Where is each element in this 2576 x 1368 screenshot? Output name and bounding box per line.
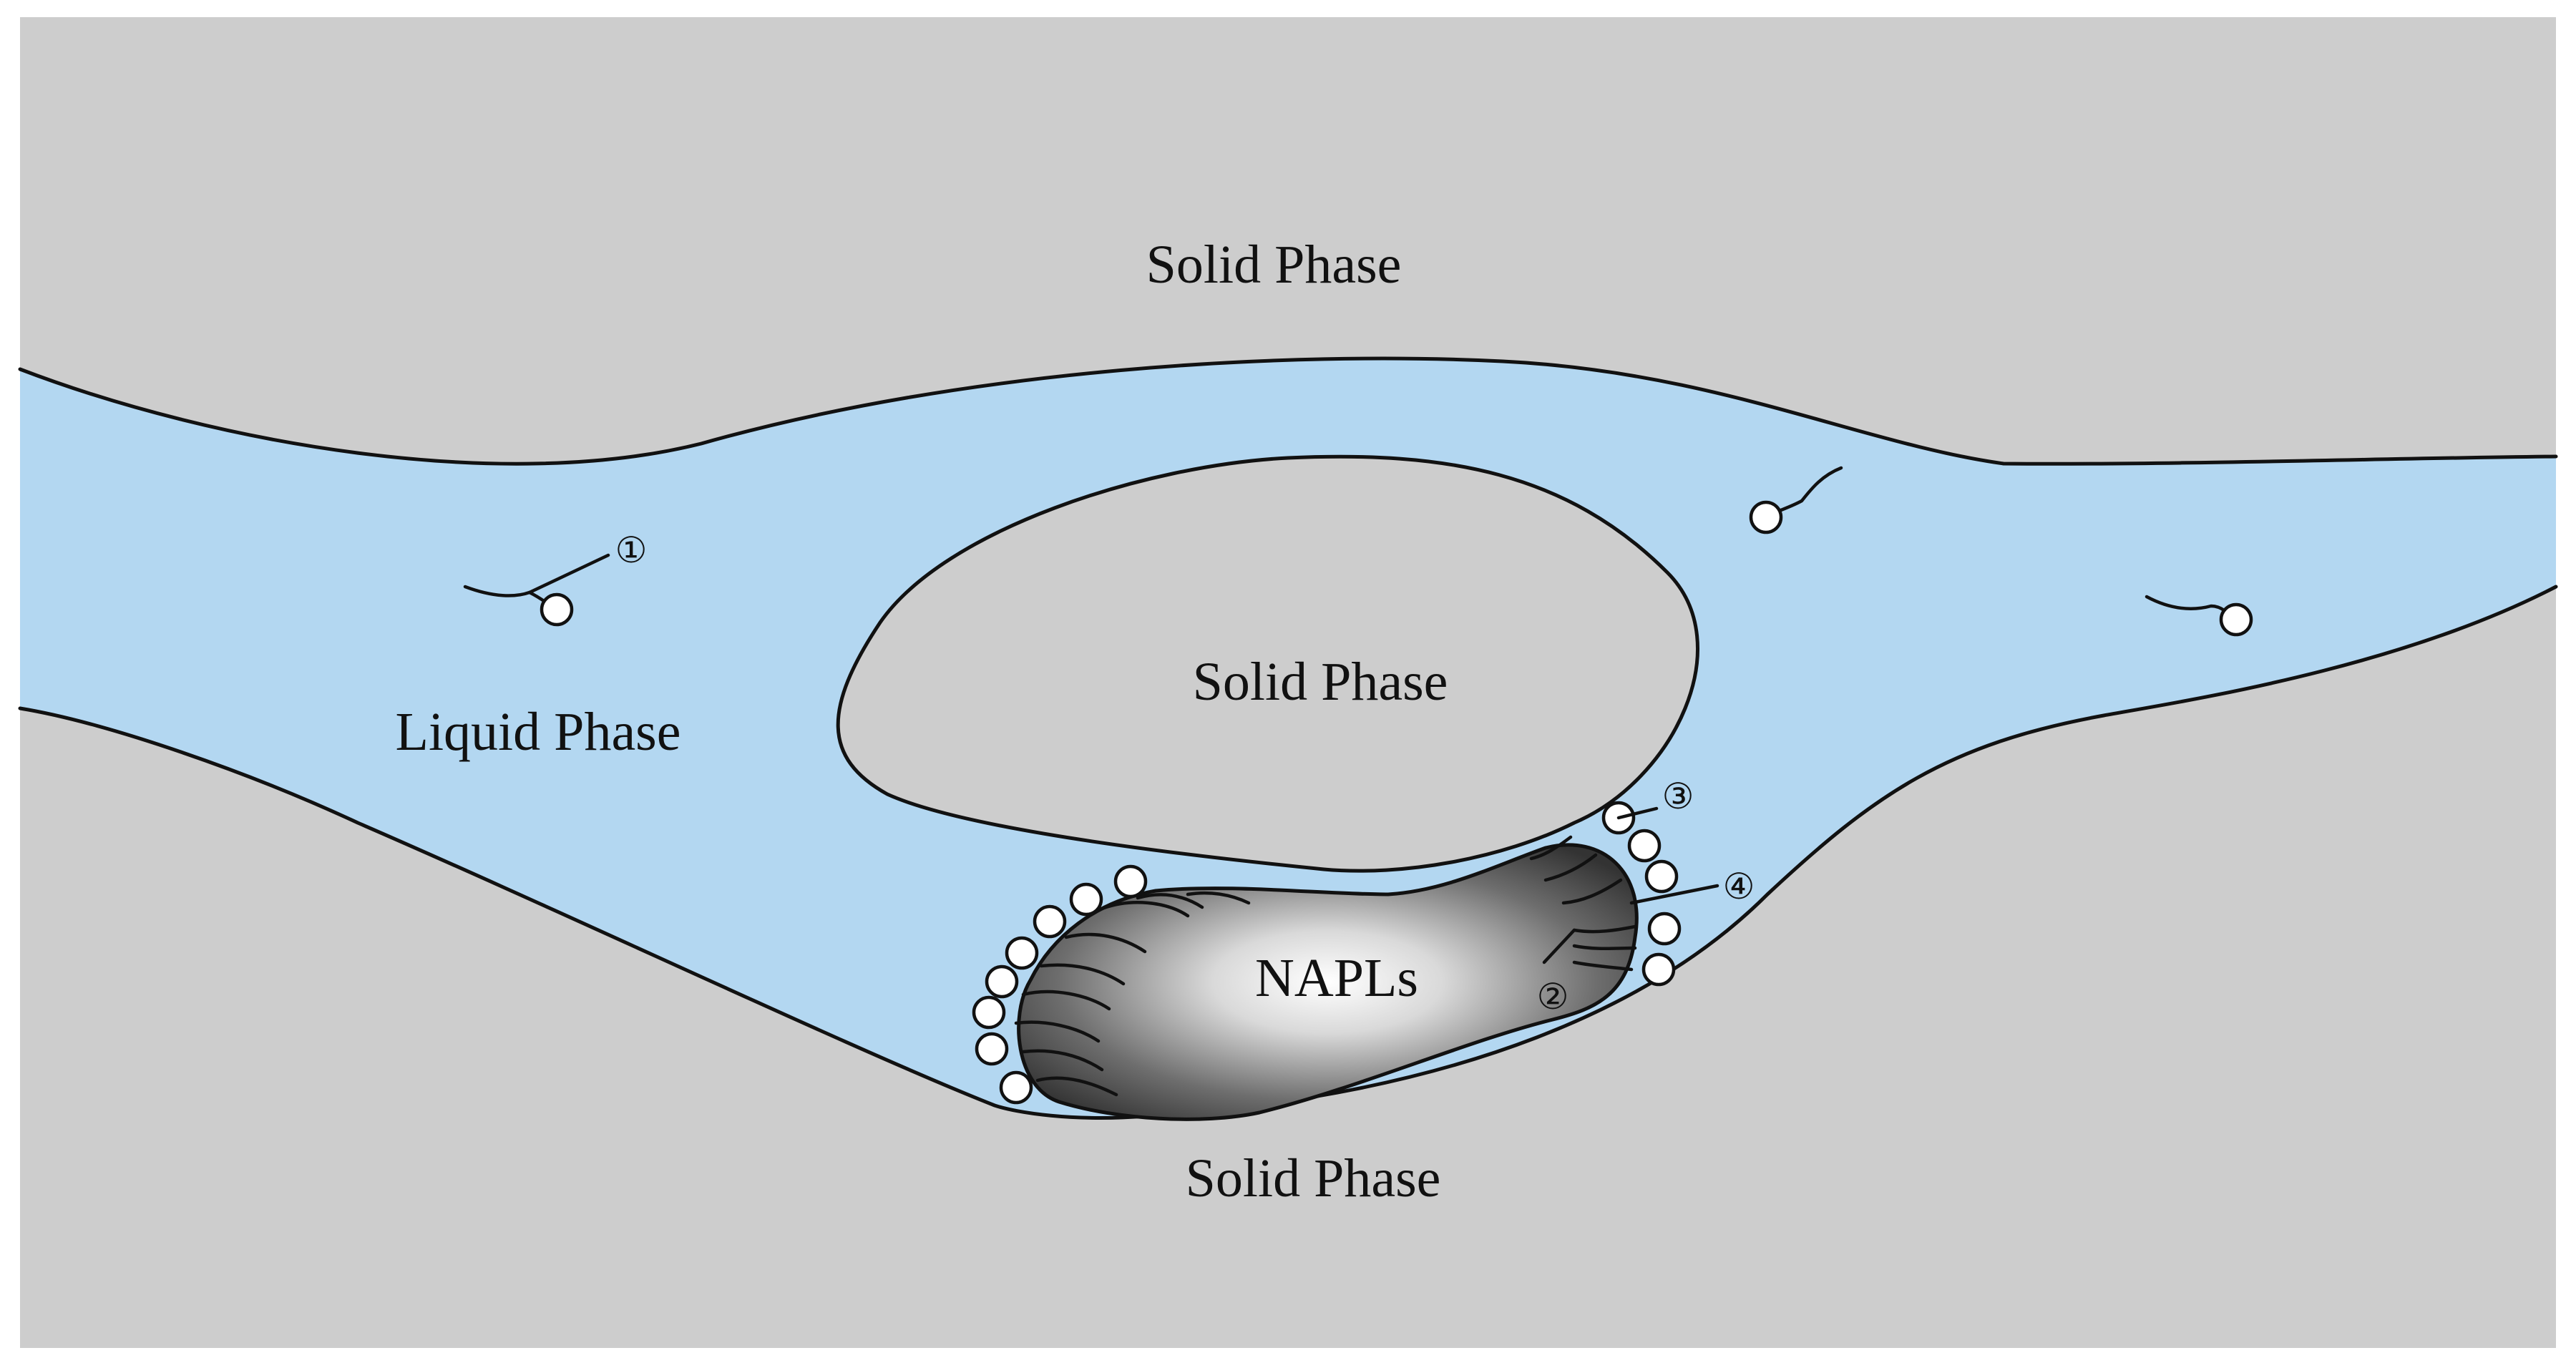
napl-droplet — [1017, 843, 1639, 1121]
label-solid-phase-top: Solid Phase — [1146, 235, 1402, 295]
marker-2-label: ② — [1537, 977, 1569, 1017]
marker-1: ① — [615, 530, 648, 570]
label-solid-phase-center: Solid Phase — [1193, 652, 1448, 712]
label-napls: NAPLs — [1255, 948, 1418, 1008]
surfactant-monomer-3 — [2145, 595, 2253, 637]
marker-4-label: ④ — [1723, 866, 1755, 907]
marker-3-label: ③ — [1662, 776, 1694, 816]
napl-embedded-tails-left — [1014, 891, 1251, 1097]
marker-4: ④ — [1723, 866, 1755, 907]
marker-1-label: ① — [615, 530, 648, 570]
napl-embedded-tails-right — [1529, 835, 1637, 972]
label-solid-phase-bottom: Solid Phase — [1186, 1148, 1441, 1208]
marker-2: ② — [1537, 977, 1569, 1017]
surfactant-monomer-1 — [463, 585, 574, 627]
channel-upper-boundary — [18, 356, 2558, 466]
surfactant-monomer-2 — [1749, 466, 1843, 534]
napl-surfactant-heads-left — [972, 864, 1148, 1105]
marker-3: ③ — [1662, 776, 1694, 816]
solid-grain — [836, 454, 1699, 873]
marker-leaders — [527, 553, 1719, 964]
label-liquid-phase: Liquid Phase — [396, 702, 681, 762]
